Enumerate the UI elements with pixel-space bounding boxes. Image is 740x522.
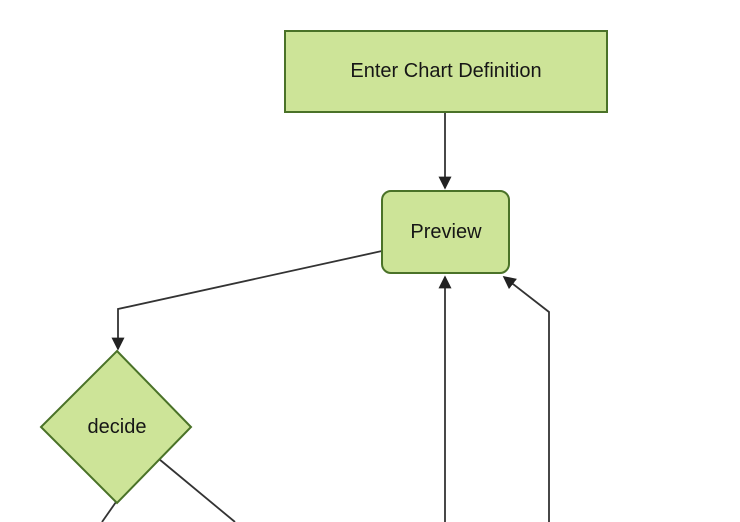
node-preview-label: Preview [410,221,482,243]
node-preview-shape [381,190,510,274]
edge-decide-out-right [158,458,236,522]
edge-return-to-preview-right [502,276,550,522]
edge-decide-out-left [101,501,117,522]
node-preview: Preview [381,190,510,274]
node-decide-shape [39,349,193,505]
node-decide: decide [39,349,193,505]
node-enter-chart-definition-label: Enter Chart Definition [350,60,541,82]
edge-preview-to-decide [111,250,383,351]
node-enter-chart-definition: Enter Chart Definition [284,30,608,113]
node-decide-label: decide [88,416,147,438]
node-enter-chart-definition-shape [284,30,608,113]
